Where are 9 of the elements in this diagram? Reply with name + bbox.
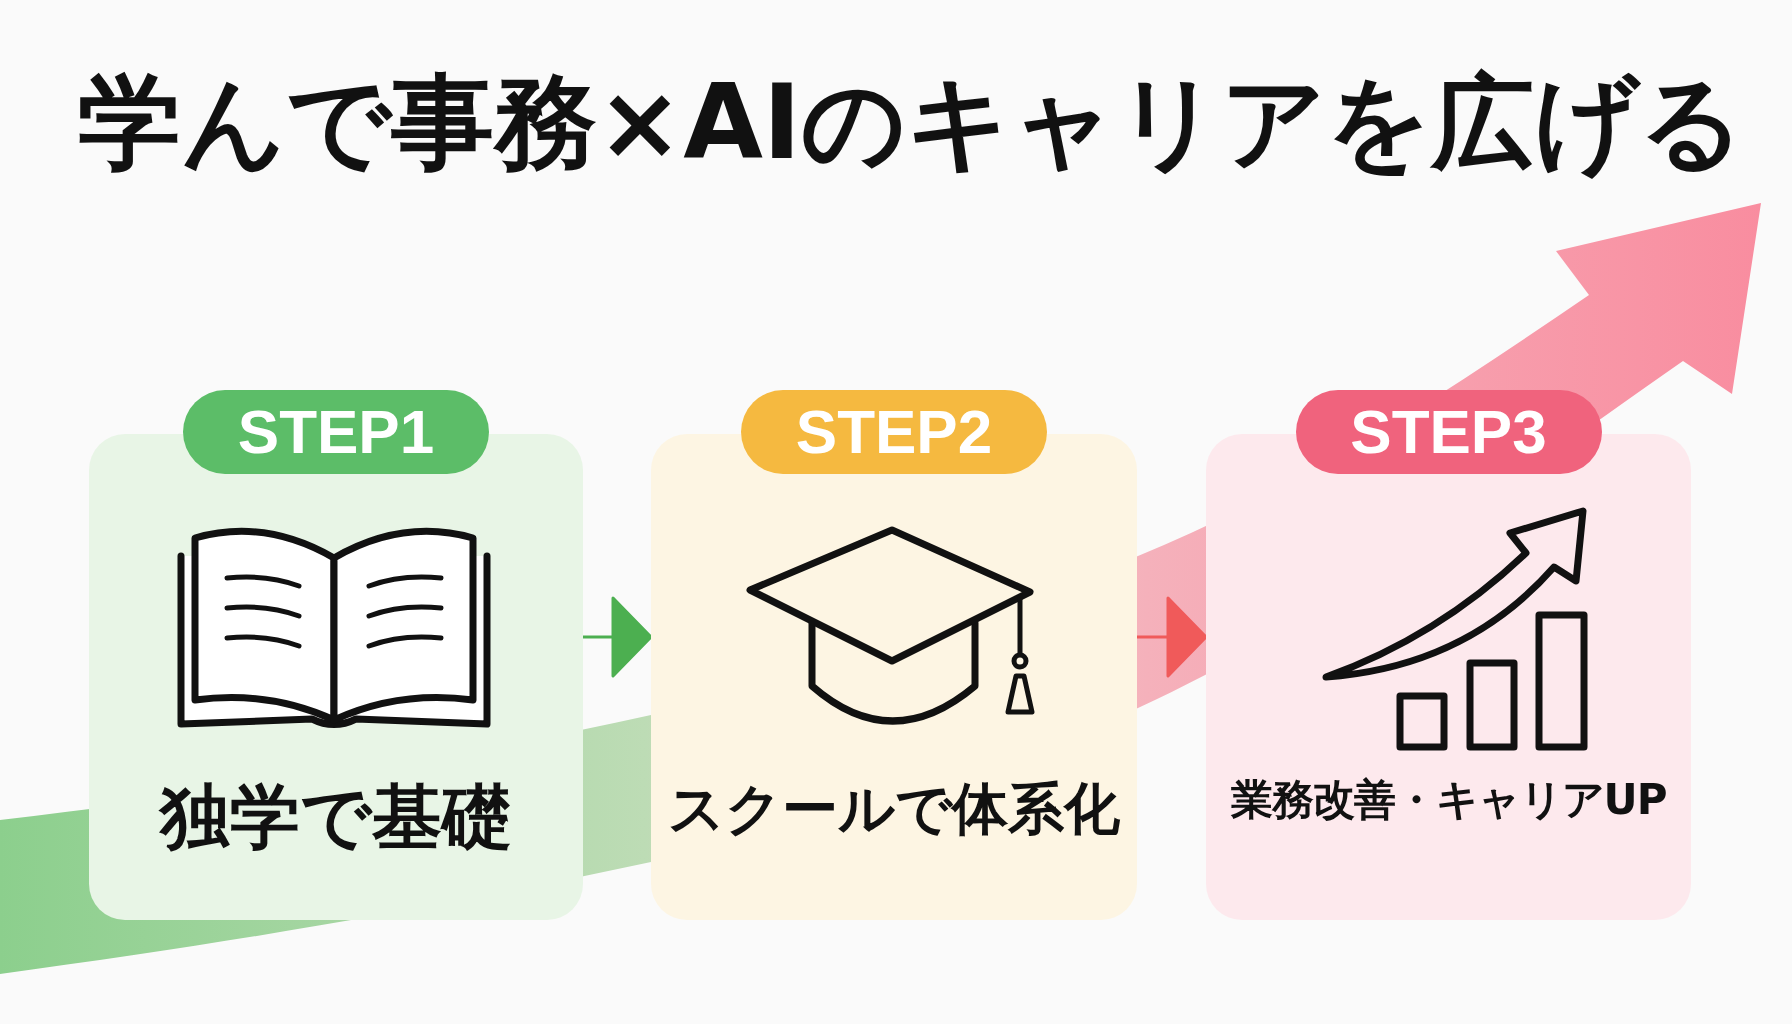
step-badge: STEP3 — [1295, 390, 1602, 474]
step-badge: STEP2 — [741, 390, 1047, 474]
step-caption: 独学で基礎 — [160, 775, 512, 860]
step-caption: スクールで体系化 — [668, 775, 1120, 843]
title: 学んで事務×AIのキャリアを広げる — [77, 61, 1745, 184]
step-caption: 業務改善・キャリアUP — [1230, 774, 1667, 826]
arrow — [581, 596, 653, 678]
step-badge: STEP1 — [183, 390, 489, 474]
arrow — [1135, 596, 1208, 678]
